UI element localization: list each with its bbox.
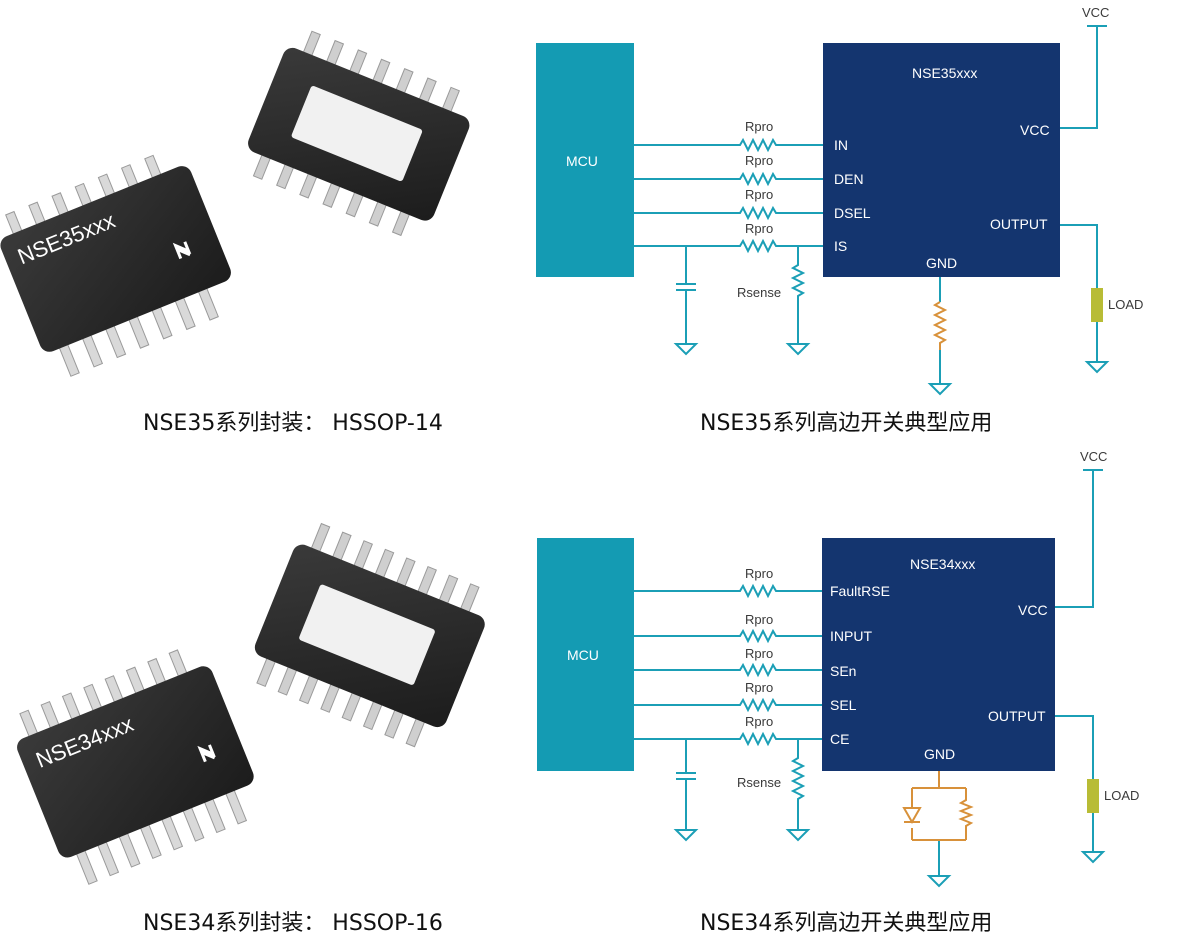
package-caption: NSE34系列封装： HSSOP-16: [143, 911, 443, 936]
mcu-label: MCU: [566, 153, 598, 169]
chip-back-view-nse34: [254, 522, 485, 748]
circuit-nse35: MCU NSE35xxx Rpro Rpro Rpro Rpro Rsense …: [536, 5, 1143, 436]
pin-label-output: OUTPUT: [988, 708, 1046, 724]
gnd-diode-resistor-network: [902, 771, 974, 841]
load-label: LOAD: [1108, 297, 1143, 312]
resistor-label-4: Rpro: [745, 221, 773, 236]
resistor-label-5: Rpro: [745, 714, 773, 729]
pin-label-output: OUTPUT: [990, 216, 1048, 232]
ic-label: NSE34xxx: [910, 556, 975, 572]
pin-label-gnd: GND: [924, 746, 955, 762]
pin-label-sel: SEL: [830, 697, 857, 713]
load-label: LOAD: [1104, 788, 1139, 803]
load-block: [1091, 288, 1103, 322]
ic-block: [823, 43, 1060, 277]
pin-label-vcc: VCC: [1018, 602, 1048, 618]
mcu-block: [536, 43, 634, 277]
resistor-label-3: Rpro: [745, 646, 773, 661]
resistor-label-3: Rpro: [745, 187, 773, 202]
pin-label-input: INPUT: [830, 628, 872, 644]
pin-label-ce: CE: [830, 731, 849, 747]
resistor-label-1: Rpro: [745, 566, 773, 581]
brand-logo-icon: [172, 241, 192, 260]
pin-label-vcc: VCC: [1020, 122, 1050, 138]
ic-label: NSE35xxx: [912, 65, 977, 81]
pin-label-is: IS: [834, 238, 847, 254]
chip-front-view-nse34: NSE34xxx: [17, 649, 254, 885]
rsense-label: Rsense: [737, 285, 781, 300]
pin-label-in: IN: [834, 137, 848, 153]
circuit-caption: NSE34系列高边开关典型应用: [700, 911, 992, 936]
gnd-resistor: [932, 301, 948, 350]
resistor-label-4: Rpro: [745, 680, 773, 695]
mcu-label: MCU: [567, 647, 599, 663]
pin-label-dsel: DSEL: [834, 205, 871, 221]
resistor-label-2: Rpro: [745, 153, 773, 168]
load-block: [1087, 779, 1099, 813]
package-section-nse34: NSE34xxx NSE34系列封装： HSSOP-16: [17, 522, 485, 936]
chip-back-view-nse35: [248, 30, 470, 237]
package-caption: NSE35系列封装： HSSOP-14: [143, 411, 443, 436]
ic-block: [822, 538, 1055, 771]
resistor-label-2: Rpro: [745, 612, 773, 627]
brand-logo-icon: [197, 744, 216, 763]
pin-label-gnd: GND: [926, 255, 957, 271]
resistor-label-1: Rpro: [745, 119, 773, 134]
package-section-nse35: NSE35xxx NSE35系列封装： HSSOP-14: [0, 30, 470, 436]
pin-label-den: DEN: [834, 171, 864, 187]
circuit-nse34: MCU NSE34xxx Rpro Rpro Rpro Rpro Rpro Rs…: [537, 449, 1139, 936]
pin-label-faultrse: FaultRSE: [830, 583, 890, 599]
mcu-block: [537, 538, 634, 771]
rsense-label: Rsense: [737, 775, 781, 790]
circuit-caption: NSE35系列高边开关典型应用: [700, 411, 992, 436]
vcc-supply-label: VCC: [1082, 5, 1109, 20]
vcc-supply-label: VCC: [1080, 449, 1107, 464]
pin-label-sen: SEn: [830, 663, 856, 679]
chip-front-view-nse35: NSE35xxx: [0, 154, 231, 377]
